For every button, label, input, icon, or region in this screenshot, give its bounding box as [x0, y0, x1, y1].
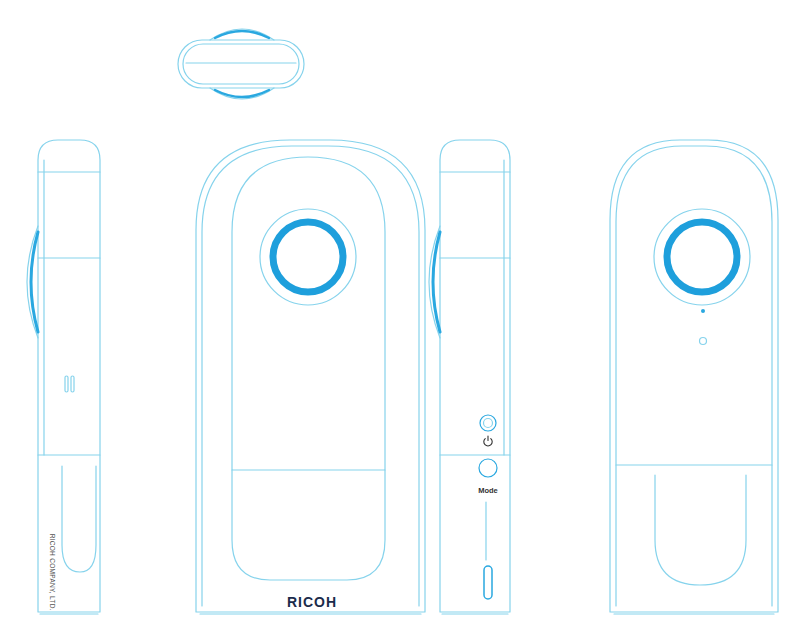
- lens-ring: [667, 222, 737, 292]
- body-inner: [202, 146, 419, 606]
- seam-line: [440, 171, 510, 172]
- maker-name: RICOH COMPANY, LTD.: [49, 533, 56, 610]
- foot-line: [442, 613, 508, 614]
- button-label: Mode: [478, 487, 498, 495]
- body-inner: [183, 44, 299, 84]
- front-view: [196, 140, 425, 614]
- foot-line: [40, 613, 98, 614]
- seam-line: [186, 62, 296, 63]
- back-view: [610, 140, 778, 614]
- lens-bezel: [260, 209, 356, 305]
- body-outline: [440, 140, 510, 612]
- right-side-view: [429, 140, 510, 614]
- lens-glass: [215, 90, 269, 97]
- power-button: [480, 415, 496, 431]
- brand-logo: RICOH: [287, 595, 337, 609]
- base-panel: [655, 475, 746, 585]
- base-panel: [232, 470, 385, 580]
- lens-glass: [215, 31, 269, 38]
- seam-line: [38, 171, 100, 172]
- seam-line: [440, 454, 510, 455]
- seam-line: [440, 257, 510, 258]
- lens-glass: [31, 232, 38, 332]
- seam-line: [38, 257, 100, 258]
- lens-outline: [27, 226, 38, 338]
- left-side-view: [27, 140, 100, 614]
- lens-outline: [429, 226, 440, 338]
- lens-bezel: [654, 209, 750, 305]
- lens-outline: [210, 29, 274, 40]
- seam-line: [38, 454, 100, 455]
- power-symbol: [484, 436, 492, 446]
- lens-ring: [273, 222, 343, 292]
- microphone-hole: [700, 338, 707, 345]
- foot-line: [200, 613, 421, 614]
- mode-button: [479, 459, 497, 477]
- foot-line: [614, 613, 774, 614]
- body-inner: [616, 146, 772, 606]
- front-panel: [232, 157, 385, 470]
- edge-line: [43, 160, 44, 455]
- usb-port: [484, 566, 492, 599]
- drawing-part: [27, 29, 778, 614]
- vent-slot: [71, 376, 74, 392]
- top-view: [178, 29, 304, 99]
- body-outline: [38, 140, 100, 612]
- body-outline: [178, 40, 304, 88]
- base-curve: [62, 466, 96, 572]
- vent-slot: [65, 376, 68, 392]
- body-outline: [196, 140, 425, 612]
- lens-glass: [433, 232, 440, 332]
- seam-line: [616, 464, 772, 465]
- lens-outline: [210, 88, 274, 99]
- seam-line: [485, 502, 486, 560]
- power-button-inner: [484, 419, 493, 428]
- body-outline: [610, 140, 778, 612]
- edge-line: [503, 160, 504, 455]
- indicator-dot: [701, 309, 705, 313]
